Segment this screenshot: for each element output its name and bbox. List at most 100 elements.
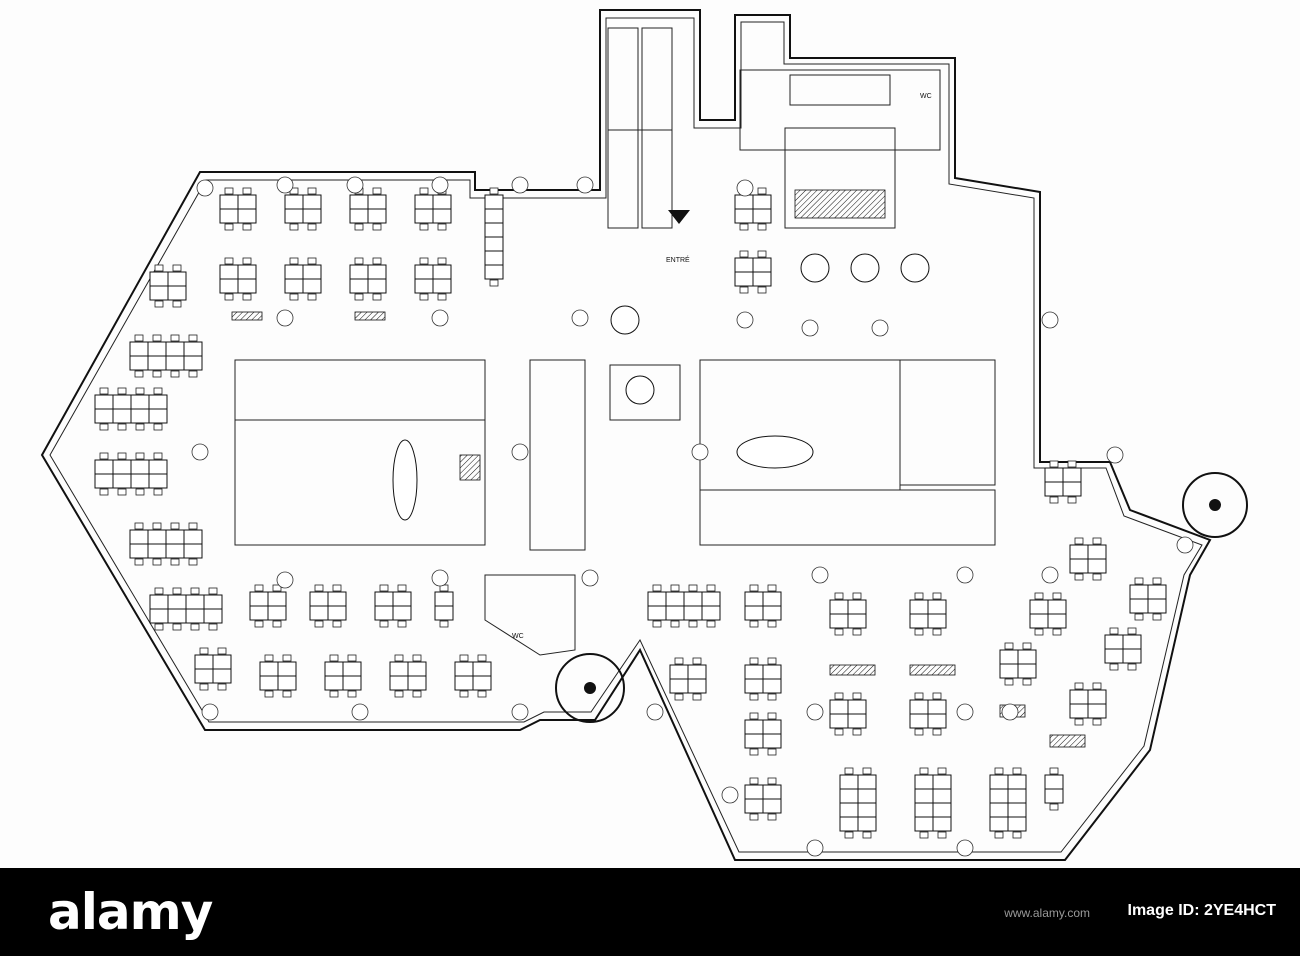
chair bbox=[354, 223, 364, 231]
chair bbox=[152, 558, 162, 566]
chair bbox=[152, 370, 162, 378]
desk bbox=[839, 802, 859, 818]
chair bbox=[394, 690, 404, 698]
desk bbox=[183, 341, 203, 357]
desk bbox=[909, 713, 929, 729]
structural-column bbox=[581, 569, 599, 587]
desk bbox=[665, 605, 685, 621]
chair bbox=[767, 777, 777, 785]
desk bbox=[932, 802, 952, 818]
structural-column bbox=[511, 176, 529, 194]
desk bbox=[389, 661, 409, 677]
desk bbox=[847, 713, 867, 729]
chair bbox=[254, 584, 264, 592]
desk bbox=[392, 591, 412, 607]
desk bbox=[389, 675, 409, 691]
desk bbox=[203, 594, 223, 610]
chair bbox=[134, 522, 144, 530]
desk bbox=[1007, 774, 1027, 790]
desk bbox=[1062, 467, 1082, 483]
desk bbox=[1069, 558, 1089, 574]
chair bbox=[242, 223, 252, 231]
desk bbox=[148, 394, 168, 410]
chair bbox=[692, 657, 702, 665]
desk bbox=[839, 788, 859, 804]
structural-column bbox=[736, 311, 754, 329]
desk bbox=[392, 605, 412, 621]
workstation-clusters bbox=[94, 187, 1167, 839]
footer-domain: www.alamy.com bbox=[1004, 906, 1090, 920]
image-id-label: Image ID: bbox=[1127, 902, 1204, 919]
desk bbox=[165, 543, 185, 559]
desk bbox=[472, 675, 492, 691]
chair bbox=[749, 813, 759, 821]
desk bbox=[484, 264, 504, 280]
round-table bbox=[850, 253, 880, 283]
chair bbox=[1022, 642, 1032, 650]
desk bbox=[909, 699, 929, 715]
chair bbox=[99, 423, 109, 431]
desk bbox=[914, 802, 934, 818]
down-arrow-icon bbox=[668, 210, 690, 224]
desk bbox=[237, 194, 257, 210]
desk bbox=[342, 675, 362, 691]
desk bbox=[1087, 558, 1107, 574]
chair bbox=[1034, 628, 1044, 636]
desk bbox=[762, 678, 782, 694]
desk bbox=[701, 591, 721, 607]
chair bbox=[153, 423, 163, 431]
chair bbox=[749, 620, 759, 628]
desk bbox=[130, 473, 150, 489]
structural-column bbox=[196, 179, 214, 197]
desk bbox=[752, 271, 772, 287]
desk bbox=[1044, 481, 1064, 497]
desk bbox=[839, 774, 859, 790]
desk bbox=[1044, 774, 1064, 790]
chair bbox=[852, 692, 862, 700]
chair bbox=[264, 690, 274, 698]
chair bbox=[834, 728, 844, 736]
chair bbox=[134, 334, 144, 342]
chair bbox=[153, 488, 163, 496]
image-id-value: 2YE4HCT bbox=[1203, 902, 1276, 919]
desk bbox=[249, 591, 269, 607]
chair bbox=[372, 293, 382, 301]
chair bbox=[1022, 678, 1032, 686]
desk bbox=[914, 774, 934, 790]
desk bbox=[349, 208, 369, 224]
chair bbox=[372, 187, 382, 195]
chair bbox=[1092, 718, 1102, 726]
desk bbox=[129, 355, 149, 371]
desk bbox=[183, 543, 203, 559]
chair bbox=[172, 264, 182, 272]
chair bbox=[932, 592, 942, 600]
chair bbox=[932, 692, 942, 700]
chair bbox=[1109, 627, 1119, 635]
desk bbox=[148, 408, 168, 424]
chair bbox=[154, 300, 164, 308]
desk bbox=[149, 594, 169, 610]
desk bbox=[165, 341, 185, 357]
chair bbox=[135, 423, 145, 431]
desk bbox=[302, 264, 322, 280]
desk bbox=[762, 605, 782, 621]
chair bbox=[1127, 663, 1137, 671]
structural-column bbox=[1106, 446, 1124, 464]
desk bbox=[324, 675, 344, 691]
chair bbox=[1092, 537, 1102, 545]
desk bbox=[909, 613, 929, 629]
chair bbox=[397, 584, 407, 592]
desk bbox=[367, 278, 387, 294]
chair bbox=[1074, 682, 1084, 690]
desk bbox=[432, 208, 452, 224]
structural-column bbox=[431, 176, 449, 194]
desk bbox=[212, 668, 232, 684]
desk bbox=[94, 459, 114, 475]
chair bbox=[135, 488, 145, 496]
chair bbox=[282, 654, 292, 662]
chair bbox=[135, 387, 145, 395]
structural-column bbox=[1176, 536, 1194, 554]
structural-columns bbox=[191, 176, 1194, 857]
chair bbox=[289, 293, 299, 301]
desk bbox=[1044, 788, 1064, 804]
